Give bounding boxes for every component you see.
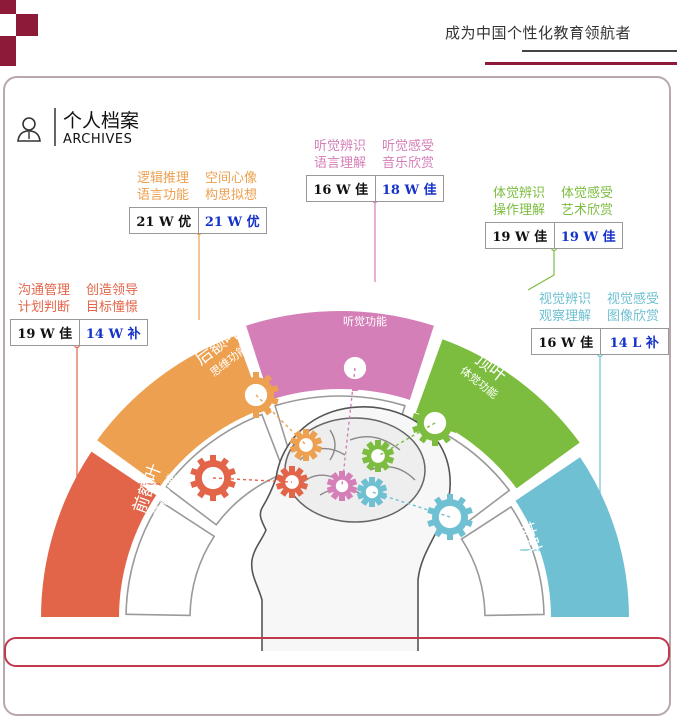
section-title: 个人档案 [63,110,140,132]
skill-label-occipital-0: 视觉辨识 观察理解 [538,292,591,324]
skill-label-temporal-0: 听觉辨识 语言理解 [313,139,366,171]
gear-tooth [352,383,358,391]
score-box-posterior-frontal: 21 W 优 21 W 优 [129,207,267,234]
gear-tooth [369,477,375,485]
gear-tooth [447,494,453,502]
gear-hole [371,449,385,463]
brain-gear-0 [275,466,309,498]
gear-tooth [339,471,345,479]
leader-line-parietal [527,248,555,291]
title-divider [54,108,56,146]
corner-deco [0,0,40,68]
lobe-inner-occipital [460,505,545,617]
brain-fold-5 [329,429,336,461]
score-value-parietal-1: 19 W 佳 [553,223,623,248]
section-subtitle: ARCHIVES [63,132,133,147]
gear-tooth [432,438,438,446]
gear-tooth [432,400,438,408]
lobe-band-occipital [512,454,632,619]
brain-diagram [38,196,632,651]
header-underline [485,62,677,65]
lobe-name: 颞叶 [348,293,382,313]
skill-label-prefrontal-1: 创造领导 目标憧憬 [85,283,138,315]
lobe-label-temporal: 颞叶听觉功能 [330,288,400,329]
gear-tooth [352,345,358,353]
person-icon [17,117,41,142]
brain-fold-2 [349,436,401,451]
skill-label-posterior-frontal-1: 空间心像 构思拟想 [204,171,257,203]
gear-tooth [375,464,381,472]
brain-fold-3 [369,466,416,481]
skill-label-prefrontal-0: 沟通管理 计划判断 [17,283,70,315]
skill-label-parietal-0: 体觉辨识 操作理解 [492,186,545,218]
brain-gear-4 [356,477,388,507]
gear-tooth [447,532,453,540]
connector-temporal [341,367,356,487]
lobe-band-parietal [413,336,583,492]
score-box-prefrontal: 19 W 佳 14 W 补 [10,319,148,346]
header-slogan: 成为中国个性化教育领航者 [445,24,632,42]
gear-tooth [289,490,295,498]
leader-line-occipital [520,354,601,551]
connector-parietal [377,422,436,457]
lobe-inner-prefrontal [125,500,216,617]
score-box-temporal: 16 W 佳 18 W 佳 [306,175,444,202]
gear-tooth [369,499,375,507]
gear-tooth [210,455,216,463]
score-value-temporal-0: 16 W 佳 [313,183,369,198]
gear-hole [335,479,349,493]
skill-label-posterior-frontal-0: 逻辑推理 语言功能 [136,171,189,203]
gear-tooth [303,429,309,437]
gear-tooth [339,493,345,501]
leader-line-prefrontal [76,345,160,485]
score-value-prefrontal-1: 14 W 补 [78,320,148,345]
gear-tooth [303,453,309,461]
gear-tooth [253,372,259,380]
header-underline-accent [522,50,677,52]
score-value-temporal-1: 18 W 佳 [374,176,444,201]
connector-occipital [371,491,451,518]
score-value-posterior-frontal-0: 21 W 优 [136,215,192,230]
gear-tooth [210,493,216,501]
skill-label-temporal-1: 听觉感受 音乐欣赏 [381,139,434,171]
score-value-occipital-0: 16 W 佳 [538,336,594,351]
score-value-prefrontal-0: 19 W 佳 [17,327,73,342]
gear-tooth [289,466,295,474]
lobe-band-prefrontal [38,448,159,619]
connector-prefrontal [212,477,293,483]
gear-hole [365,485,379,499]
gear-tooth [375,440,381,448]
lobe-band-temporal [243,309,437,403]
skill-label-occipital-1: 视觉感受 图像欣赏 [606,292,659,324]
skill-label-parietal-1: 体觉感受 艺术欣赏 [560,186,613,218]
score-value-parietal-0: 19 W 佳 [492,230,548,245]
score-value-occipital-1: 14 L 补 [599,329,669,354]
gear-tooth [253,410,259,418]
score-value-posterior-frontal-1: 21 W 优 [197,208,267,233]
lobe-function: 听觉功能 [343,315,387,328]
brain-gear-2 [326,471,358,501]
brain-gear-3 [361,440,395,472]
score-box-parietal: 19 W 佳 19 W 佳 [485,222,623,249]
score-box-occipital: 16 W 佳 14 L 补 [531,328,669,355]
gear-hole [299,438,313,452]
lobe-band-posterior-frontal [94,332,266,489]
bottom-panel [4,637,670,667]
